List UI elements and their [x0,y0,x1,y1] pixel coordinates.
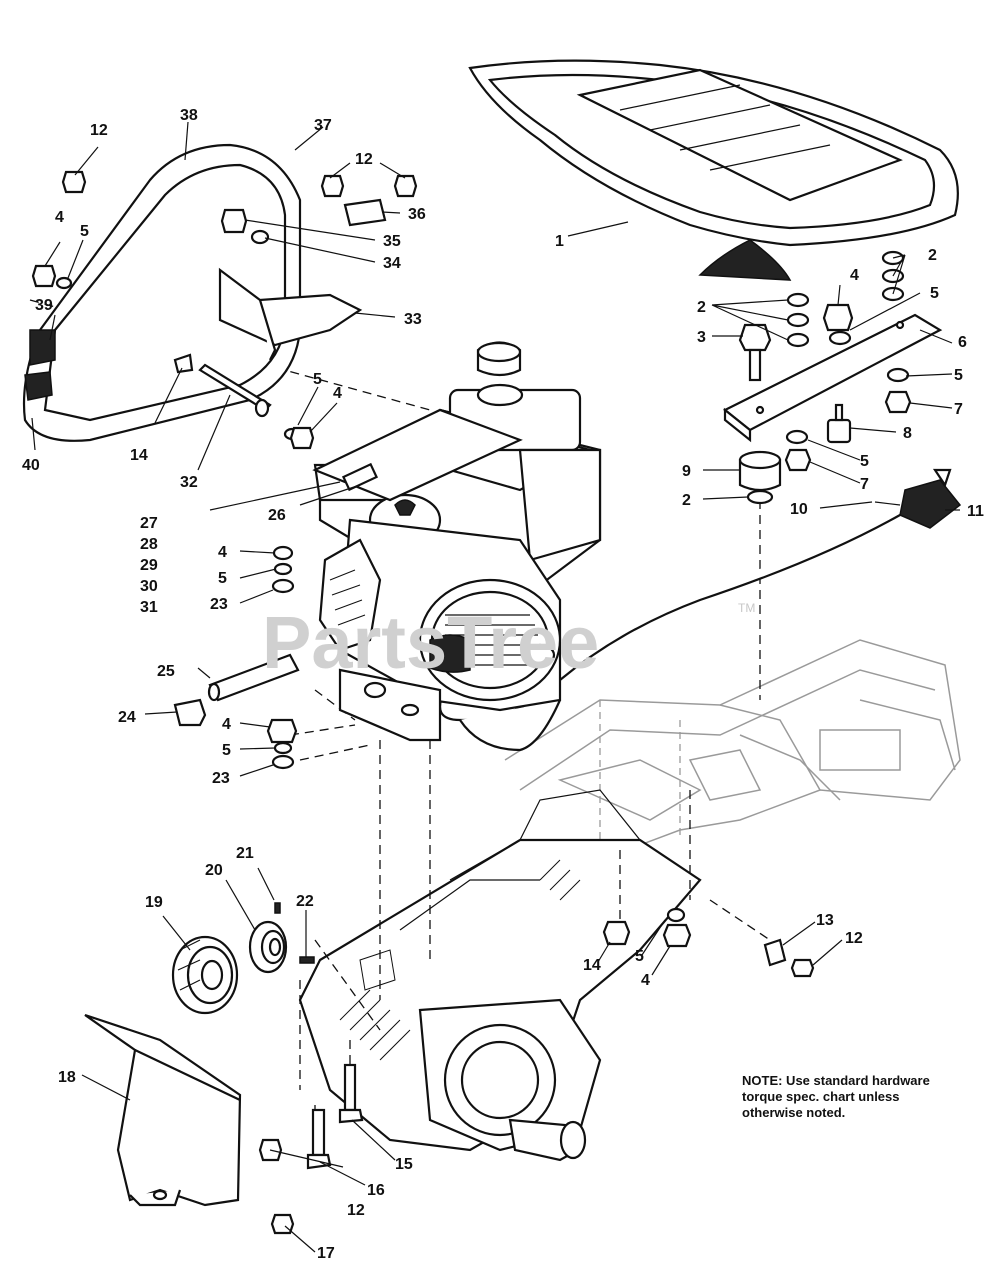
callout-11: 11 [967,503,984,520]
torque-note: NOTE: Use standard hardware torque spec.… [742,1073,930,1120]
callout-5: 5 [930,285,939,302]
callout-32: 32 [180,474,198,491]
callout-30: 30 [140,578,158,595]
engine [313,341,602,742]
callout-8: 8 [903,425,912,442]
callout-19: 19 [145,894,163,911]
guard-bracket [173,267,363,418]
callout-21: 21 [236,845,254,862]
callout-4: 4 [222,716,231,733]
callout-23: 23 [212,770,230,787]
callout-38: 38 [180,107,198,124]
callout-5: 5 [635,948,644,965]
callout-2: 2 [682,492,691,509]
callout-4: 4 [641,972,650,989]
callout-1: 1 [555,233,564,250]
transmission-assembly [298,789,702,1162]
callout-5: 5 [80,223,89,240]
callout-12: 12 [90,122,108,139]
callout-36: 36 [408,206,426,223]
callout-14: 14 [130,447,148,464]
callout-29: 29 [140,557,158,574]
callout-23: 23 [210,596,228,613]
callout-10: 10 [790,501,808,518]
callout-5: 5 [218,570,227,587]
callout-35: 35 [383,233,401,250]
callout-5: 5 [313,371,322,388]
callout-31: 31 [140,599,158,616]
seat-hardware [738,250,912,505]
callout-leaders [31,121,960,1253]
callout-4: 4 [55,209,64,226]
callout-16: 16 [367,1182,385,1199]
callout-7: 7 [860,476,869,493]
callout-4: 4 [850,267,859,284]
watermark-text: PartsTree [262,601,599,684]
callout-22: 22 [296,893,314,910]
callout-34: 34 [383,255,401,272]
seat [468,59,959,281]
callout-17: 17 [317,1245,335,1262]
callout-5: 5 [954,367,963,384]
seat-bracket [722,313,943,443]
callout-3: 3 [697,329,706,346]
callout-14: 14 [583,957,601,974]
callout-5: 5 [860,453,869,470]
callout-4: 4 [218,544,227,561]
callout-27: 27 [140,515,158,532]
callout-12: 12 [355,151,373,168]
engine-fittings [173,545,300,770]
callout-39: 39 [35,297,53,314]
watermark: PartsTree TM [262,601,755,684]
watermark-trademark: TM [738,601,755,615]
callout-40: 40 [22,457,40,474]
callout-12: 12 [845,930,863,947]
pulley-shield [84,1013,242,1207]
callout-9: 9 [682,463,691,480]
callout-37: 37 [314,117,332,134]
callout-12: 12 [347,1202,365,1219]
note-line-3: otherwise noted. [742,1105,845,1120]
callout-5: 5 [222,742,231,759]
callout-13: 13 [816,912,834,929]
note-line-2: torque spec. chart unless [742,1089,900,1104]
callout-6: 6 [958,334,967,351]
engine-shroud [312,408,523,502]
chassis-frame-ghost [504,639,961,861]
pulleys [171,902,315,1015]
callout-28: 28 [140,536,158,553]
callout-4: 4 [333,385,342,402]
callout-numbers: 1 2 2 2 3 4 4 4 4 4 4 5 5 5 5 5 5 5 5 6 … [22,107,984,1262]
callout-2: 2 [928,247,937,264]
note-line-1: NOTE: Use standard hardware [742,1073,930,1088]
callout-2: 2 [697,299,706,316]
callout-15: 15 [395,1156,413,1173]
callout-24: 24 [118,709,136,726]
callout-26: 26 [268,507,286,524]
callout-18: 18 [58,1069,76,1086]
callout-25: 25 [157,663,175,680]
callout-20: 20 [205,862,223,879]
callout-7: 7 [954,401,963,418]
guard-hardware [31,170,418,450]
callout-33: 33 [404,311,422,328]
